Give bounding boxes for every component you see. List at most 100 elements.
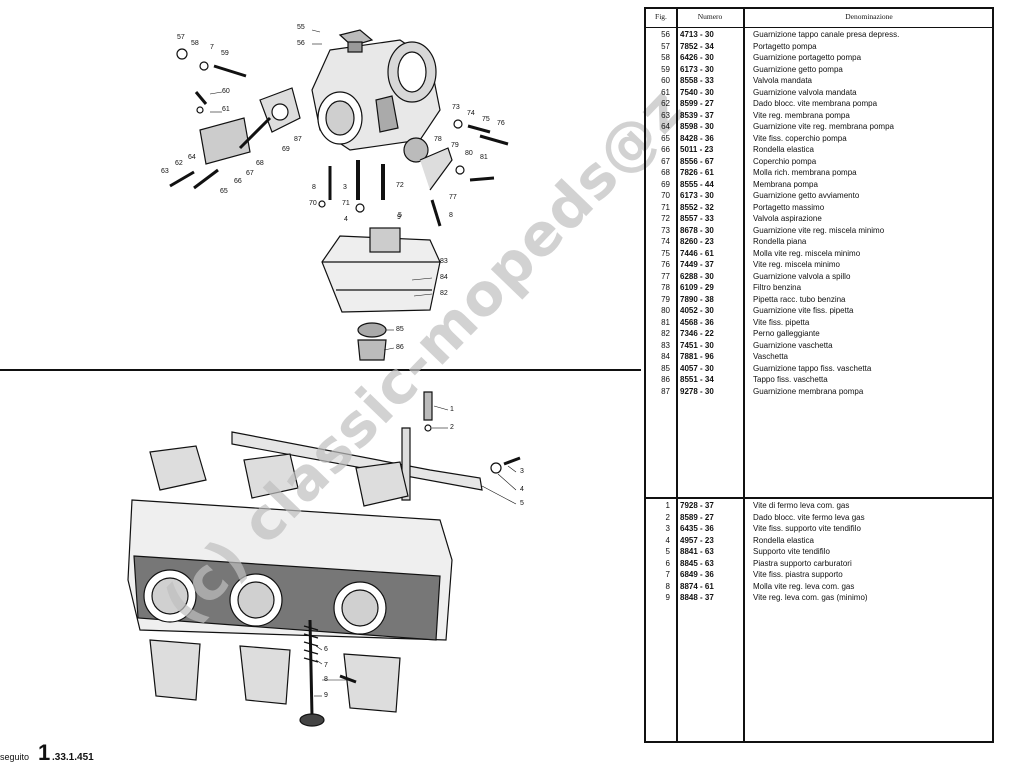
numero-cell: 6109 - 29 (680, 283, 714, 292)
description-cell: Molla vite reg. leva com. gas (753, 581, 855, 591)
callout-label: 68 (256, 160, 264, 167)
numero-cell: 9278 - 30 (680, 386, 714, 396)
numero-cell: 6426 - 30 (680, 53, 714, 62)
numero-cell: 7890 - 38 (680, 294, 714, 304)
exploded-drawings (127, 29, 521, 727)
callout-label: 4 (344, 216, 348, 223)
numero-cell: 4568 - 36 (680, 317, 714, 327)
callout-label: 82 (440, 290, 448, 297)
callout-label: 87 (294, 136, 302, 143)
description-cell: Pipetta racc. tubo benzina (753, 294, 846, 304)
fig-cell: 86 (661, 375, 670, 384)
numero-cell: 4052 - 30 (680, 306, 714, 315)
callout-label: 81 (480, 154, 488, 161)
description-cell: Dado blocc. vite fermo leva gas (753, 512, 865, 522)
fig-cell: 3 (665, 524, 670, 533)
description-cell: Piastra supporto carburatori (753, 558, 852, 568)
description-cell: Guarnizione tappo canale presa depress. (753, 30, 900, 39)
description-cell: Portagetto massimo (753, 202, 825, 212)
fig-cell: 64 (661, 122, 670, 131)
numero-cell: 7881 - 96 (680, 352, 714, 361)
numero-cell: 8557 - 33 (680, 214, 714, 223)
fig-cell: 85 (661, 363, 670, 373)
callout-label: 4 (520, 486, 524, 493)
callout-label: 56 (297, 40, 305, 47)
group-separator (646, 497, 992, 499)
callout-label: 8 (312, 184, 316, 191)
header-denominazione: Denominazione (845, 12, 893, 21)
callout-label: 77 (449, 194, 457, 201)
callout-label: 7 (324, 662, 328, 669)
numero-cell: 6435 - 36 (680, 524, 714, 533)
description-cell: Portagetto pompa (753, 41, 817, 51)
description-cell: Rondella elastica (753, 145, 814, 154)
footer-page-code: .33.1.451 (52, 752, 94, 763)
numero-cell: 8599 - 27 (680, 99, 714, 108)
description-cell: Guarnizione getto pompa (753, 64, 843, 74)
description-cell: Guarnizione valvola mandata (753, 87, 857, 97)
callout-label: 63 (161, 168, 169, 175)
callout-label: 76 (497, 120, 505, 127)
fig-cell: 61 (661, 87, 670, 97)
fig-cell: 77 (661, 271, 670, 281)
fig-cell: 76 (661, 260, 670, 269)
panel-divider (0, 369, 641, 371)
column-rule (743, 9, 745, 741)
fig-cell: 87 (661, 386, 670, 396)
description-cell: Molla rich. membrana pompa (753, 168, 857, 177)
numero-cell: 8552 - 32 (680, 202, 714, 212)
callout-label: 74 (467, 110, 475, 117)
header-numero: Numero (697, 12, 723, 21)
fig-cell: 65 (661, 133, 670, 143)
numero-cell: 7449 - 37 (680, 260, 714, 269)
description-cell: Molla vite reg. miscela minimo (753, 248, 861, 258)
fig-cell: 6 (665, 558, 670, 568)
fig-cell: 2 (665, 512, 670, 522)
numero-cell: 8874 - 61 (680, 581, 714, 591)
fig-cell: 72 (661, 214, 670, 223)
callout-label: 84 (440, 274, 448, 281)
callout-label: 58 (191, 40, 199, 47)
fig-cell: 62 (661, 99, 670, 108)
callout-label: 9 (397, 214, 401, 221)
numero-cell: 8848 - 37 (680, 593, 714, 602)
callout-label: 62 (175, 160, 183, 167)
carburettor-assembly-drawing (127, 391, 521, 727)
callout-label: 70 (309, 200, 317, 207)
description-cell: Rondella elastica (753, 535, 814, 545)
numero-cell: 7446 - 61 (680, 248, 714, 258)
numero-cell: 6849 - 36 (680, 570, 714, 579)
callout-label: 72 (396, 182, 404, 189)
fig-cell: 58 (661, 53, 670, 62)
numero-cell: 4057 - 30 (680, 363, 714, 373)
description-cell: Vite di fermo leva com. gas (753, 501, 850, 510)
description-cell: Guarnizione valvola a spillo (753, 271, 851, 281)
callout-label: 2 (450, 424, 454, 431)
numero-cell: 8539 - 37 (680, 110, 714, 120)
callout-label: 8 (324, 676, 328, 683)
numero-cell: 8678 - 30 (680, 225, 714, 235)
callout-label: 64 (188, 154, 196, 161)
fig-cell: 67 (661, 156, 670, 166)
numero-cell: 7346 - 22 (680, 329, 714, 338)
callout-label: 6 (324, 646, 328, 653)
